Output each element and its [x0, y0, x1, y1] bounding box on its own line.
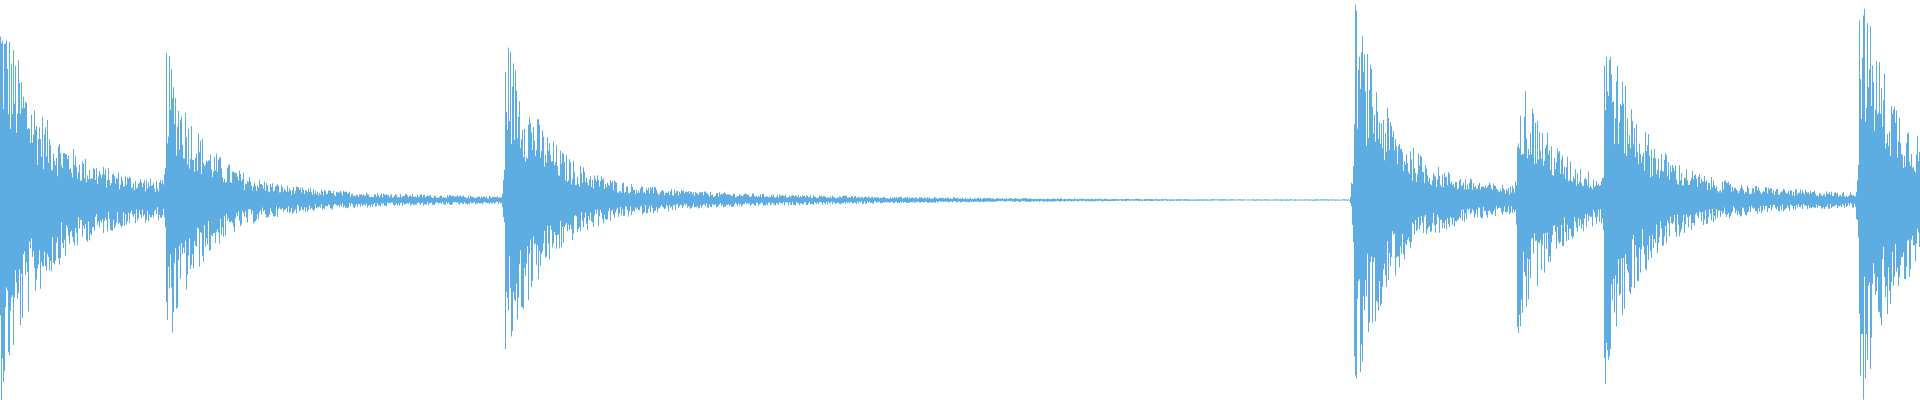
waveform-bars: [0, 4, 1920, 400]
waveform-path: [0, 4, 1920, 400]
